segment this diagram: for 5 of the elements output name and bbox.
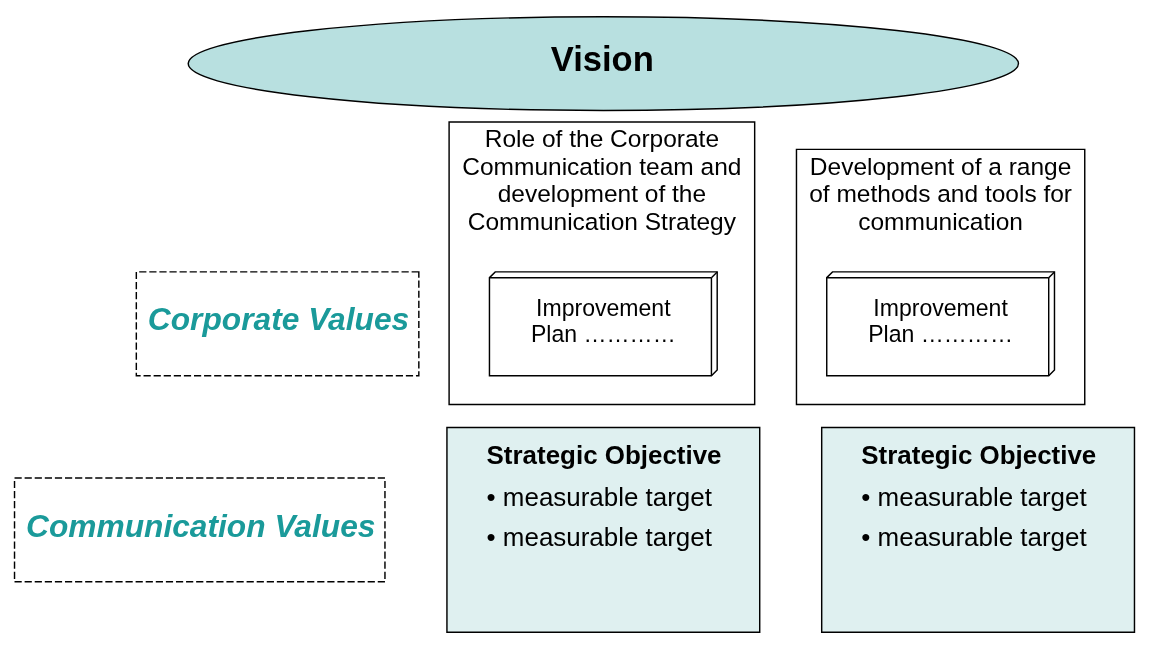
node-ellipse: Vision: [187, 16, 1020, 112]
node-box: Corporate Values: [135, 271, 420, 377]
node-box: Communication Values: [13, 477, 386, 583]
node-box: Strategic Objective • measurable target • measurable target: [446, 426, 761, 633]
node-box: Strategic Objective • measurable target • measurable target: [821, 426, 1136, 633]
